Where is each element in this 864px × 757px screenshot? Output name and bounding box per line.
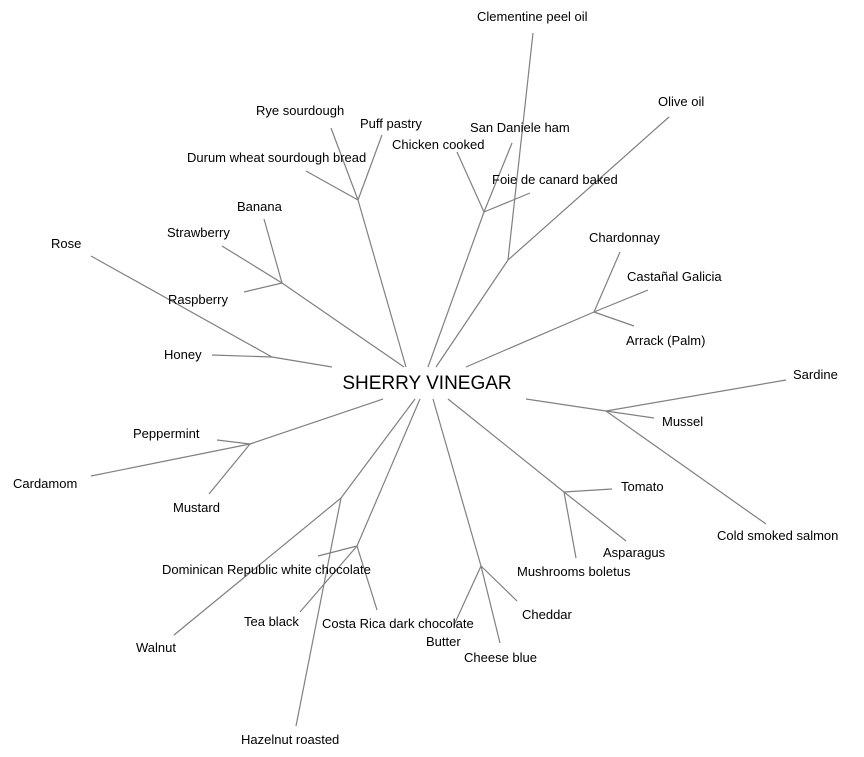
root-node-label: SHERRY VINEGAR bbox=[342, 373, 511, 394]
tree-edges bbox=[90, 32, 787, 727]
leaf-label: Puff pastry bbox=[360, 116, 422, 131]
edge bbox=[465, 311, 595, 368]
edge bbox=[432, 398, 482, 567]
edge bbox=[208, 443, 251, 495]
leaf-label: San Daniele ham bbox=[470, 120, 570, 135]
leaf-label: Mustard bbox=[173, 500, 220, 515]
edge bbox=[507, 116, 670, 261]
leaf-label: Chicken cooked bbox=[392, 137, 485, 152]
leaf-label: Mushrooms boletus bbox=[517, 564, 631, 579]
leaf-label: Castañal Galicia bbox=[627, 269, 722, 284]
edge bbox=[249, 398, 384, 445]
edge bbox=[605, 410, 655, 419]
edge bbox=[447, 398, 565, 493]
leaf-label: Banana bbox=[237, 199, 283, 214]
edge bbox=[356, 545, 378, 611]
leaf-label: Costa Rica dark chocolate bbox=[322, 616, 474, 631]
leaf-label: Foie de canard baked bbox=[492, 172, 618, 187]
edge bbox=[593, 251, 621, 313]
leaf-label: Dominican Republic white chocolate bbox=[162, 562, 371, 577]
edge bbox=[605, 410, 767, 525]
edge bbox=[563, 488, 613, 493]
leaf-label: Raspberry bbox=[168, 292, 228, 307]
leaf-label: Walnut bbox=[136, 640, 176, 655]
edge bbox=[593, 289, 649, 313]
leaf-label: Chardonnay bbox=[589, 230, 660, 245]
leaf-label: Tomato bbox=[621, 479, 664, 494]
edge bbox=[427, 211, 485, 368]
edge bbox=[281, 282, 405, 368]
leaf-label: Cold smoked salmon bbox=[717, 528, 838, 543]
edge bbox=[605, 379, 787, 412]
leaf-label: Butter bbox=[426, 634, 461, 649]
edge bbox=[216, 439, 251, 445]
leaf-label: Sardine bbox=[793, 367, 838, 382]
edge bbox=[563, 491, 627, 542]
edge bbox=[563, 491, 577, 559]
edge bbox=[221, 245, 283, 284]
edge bbox=[357, 199, 407, 368]
leaf-label: Honey bbox=[164, 347, 202, 362]
edge bbox=[243, 282, 283, 293]
leaf-label: Olive oil bbox=[658, 94, 704, 109]
edge bbox=[480, 565, 501, 644]
edge bbox=[483, 142, 513, 213]
edge bbox=[507, 32, 534, 261]
leaf-label: Cheese blue bbox=[464, 650, 537, 665]
leaf-label: Mussel bbox=[662, 414, 703, 429]
edge bbox=[299, 545, 358, 613]
edge bbox=[211, 354, 273, 358]
edge bbox=[593, 311, 635, 327]
edge bbox=[456, 151, 485, 213]
edge bbox=[330, 127, 359, 201]
edge bbox=[263, 218, 283, 284]
leaf-label: Peppermint bbox=[133, 426, 200, 441]
leaf-label: Tea black bbox=[244, 614, 299, 629]
leaf-label: Cheddar bbox=[522, 607, 573, 622]
leaf-label: Cardamom bbox=[13, 476, 77, 491]
leaf-label: Clementine peel oil bbox=[477, 9, 588, 24]
edge bbox=[435, 259, 509, 368]
leaf-label: Rose bbox=[51, 236, 81, 251]
edge bbox=[90, 255, 273, 358]
edge bbox=[480, 565, 518, 602]
leaf-label: Arrack (Palm) bbox=[626, 333, 705, 348]
edge bbox=[453, 565, 482, 626]
edge bbox=[340, 398, 416, 499]
leaf-label: Asparagus bbox=[603, 545, 666, 560]
edge bbox=[90, 443, 251, 477]
edge bbox=[305, 170, 359, 201]
leaf-labels: Clementine peel oil Olive oil Rye sourdo… bbox=[13, 9, 838, 747]
edge bbox=[356, 398, 421, 547]
leaf-label: Hazelnut roasted bbox=[241, 732, 339, 747]
leaf-label: Strawberry bbox=[167, 225, 230, 240]
edge bbox=[483, 192, 531, 213]
edge bbox=[173, 497, 342, 636]
edge bbox=[317, 545, 358, 557]
leaf-label: Rye sourdough bbox=[256, 103, 344, 118]
edge bbox=[525, 398, 607, 412]
edge bbox=[357, 134, 383, 201]
leaf-label: Durum wheat sourdough bread bbox=[187, 150, 366, 165]
edge bbox=[295, 497, 342, 727]
edge bbox=[271, 356, 333, 368]
